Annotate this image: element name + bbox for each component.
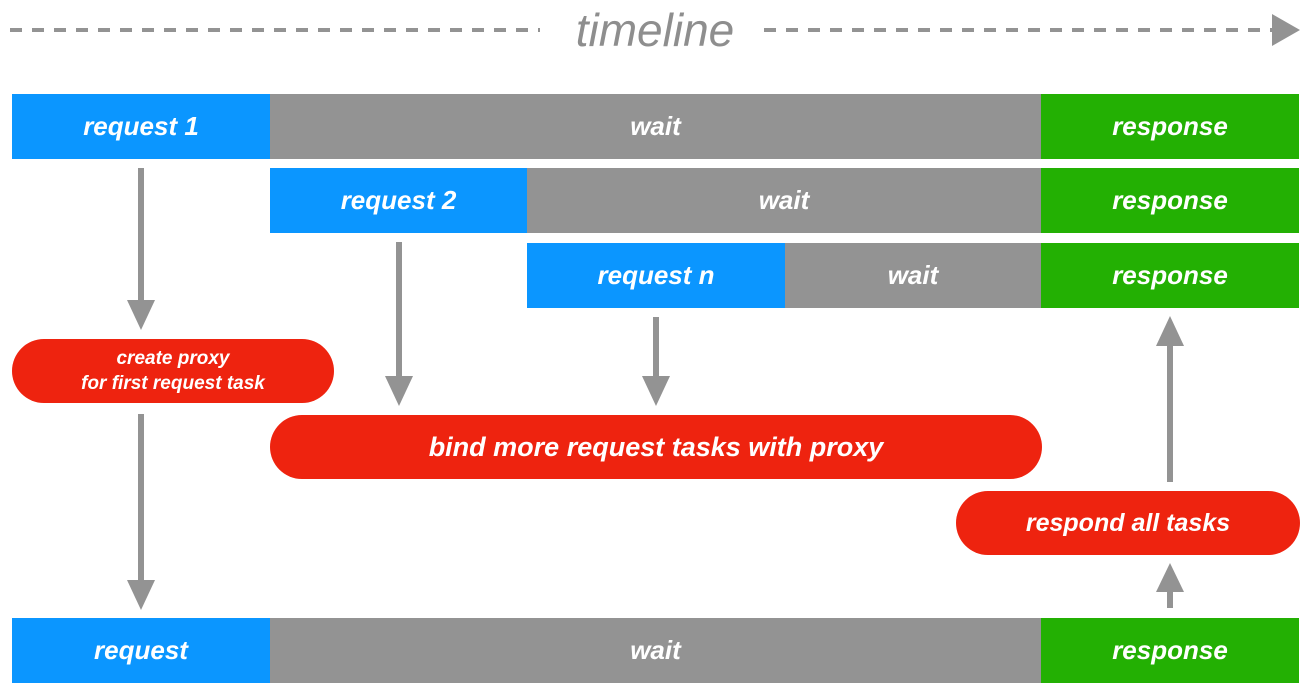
arrow-up-icon — [1156, 563, 1184, 608]
combined-response: response — [1041, 618, 1299, 683]
arrow-down-icon — [127, 414, 155, 610]
arrow-down-icon — [642, 317, 670, 406]
respond-all-step: respond all tasks — [956, 491, 1300, 555]
bind-tasks-step: bind more request tasks with proxy — [270, 415, 1042, 479]
row-n-wait: wait — [785, 243, 1041, 308]
combined-request: request — [12, 618, 270, 683]
create-proxy-line-1: create proxy — [116, 348, 230, 369]
arrow-down-icon — [127, 168, 155, 330]
combined-wait: wait — [270, 618, 1041, 683]
row-1-wait: wait — [270, 94, 1041, 159]
row-1-request: request 1 — [12, 94, 270, 159]
create-proxy-step: create proxy for first request task — [12, 339, 334, 403]
row-2-request: request 2 — [270, 168, 527, 233]
row-n-response: response — [1041, 243, 1299, 308]
arrow-up-icon — [1156, 316, 1184, 482]
timeline-arrowhead-icon — [1272, 14, 1300, 46]
row-n-request: request n — [527, 243, 785, 308]
row-1-response: response — [1041, 94, 1299, 159]
row-2-wait: wait — [527, 168, 1041, 233]
timeline-label: timeline — [575, 4, 735, 56]
row-2-response: response — [1041, 168, 1299, 233]
create-proxy-line-2: for first request task — [81, 373, 265, 394]
arrow-down-icon — [385, 242, 413, 406]
